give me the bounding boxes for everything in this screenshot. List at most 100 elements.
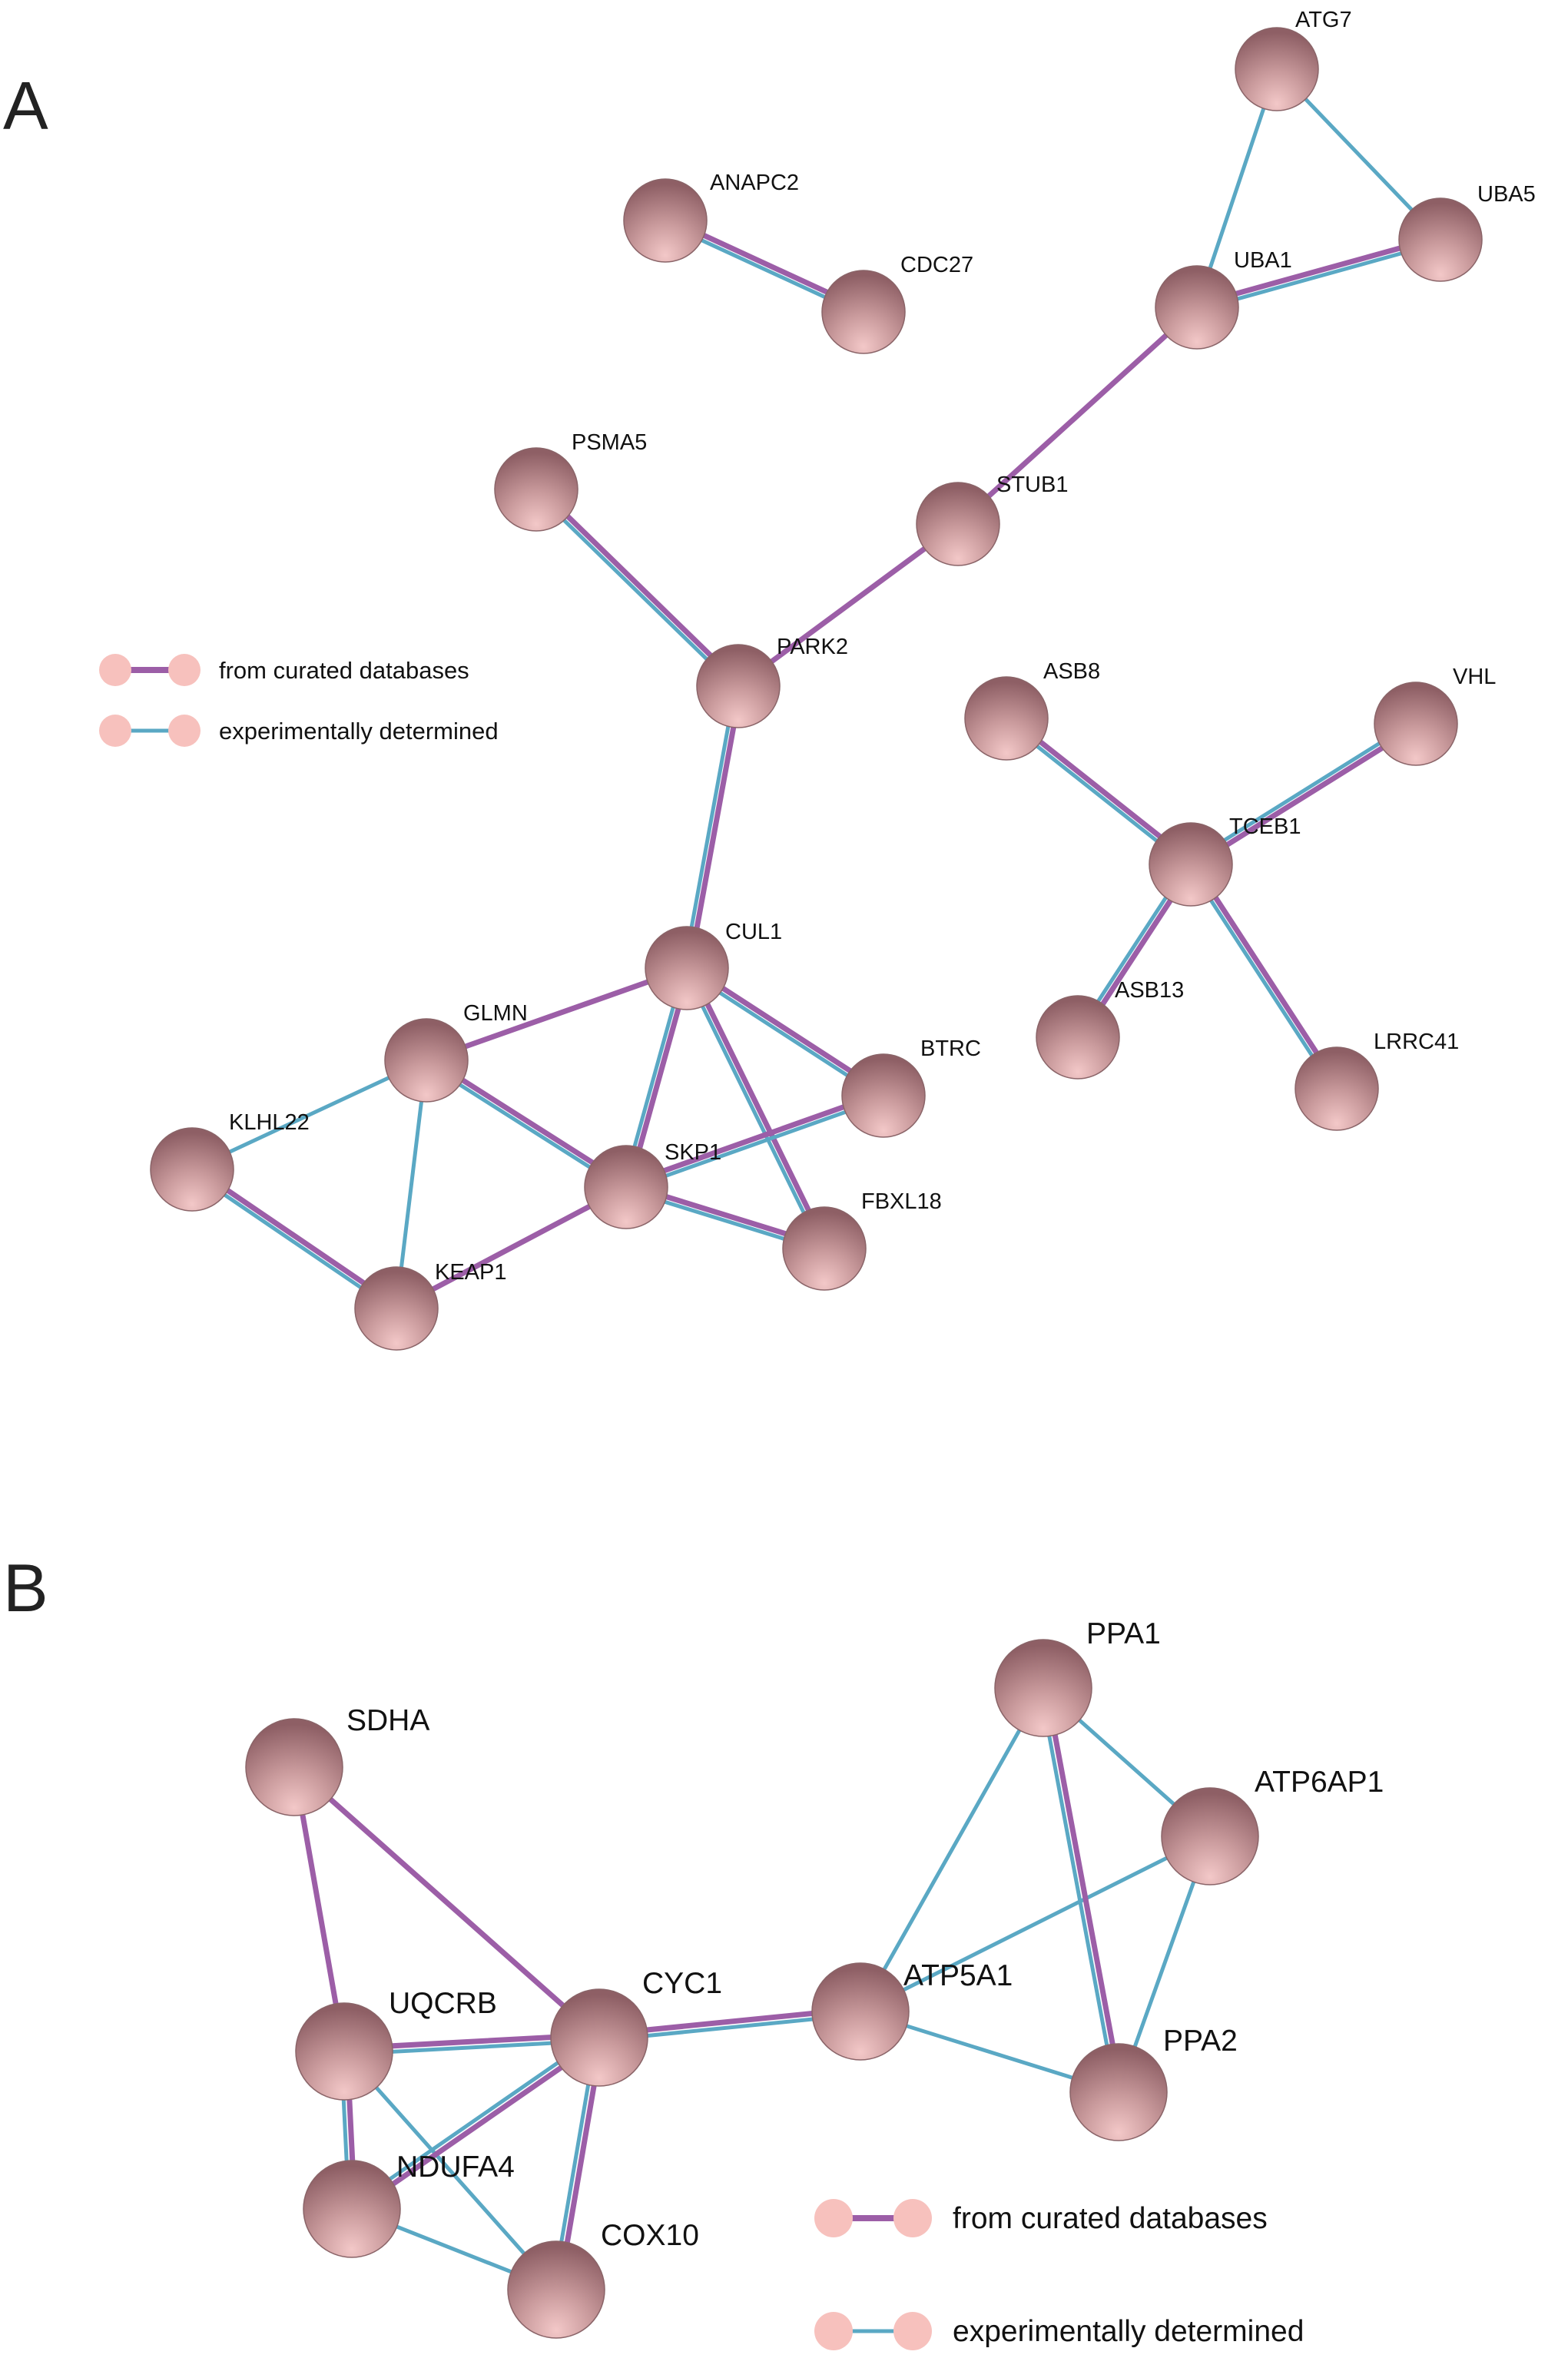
node-psma5[interactable]: PSMA5 [494,430,647,532]
node-label: CYC1 [642,1967,722,2000]
node-park2[interactable]: PARK2 [696,635,848,728]
edge-experimental-line [1038,1686,1118,2095]
node-atp5a1[interactable]: ATP5A1 [811,1959,1013,2061]
node-keap1[interactable]: KEAP1 [354,1260,507,1351]
node-label: KEAP1 [435,1260,507,1285]
edge-curated-line [1190,860,1342,1090]
node-stub1[interactable]: STUB1 [916,473,1068,566]
node-sphere[interactable] [1036,995,1120,1080]
node-atp6ap1[interactable]: ATP6AP1 [1161,1766,1384,1885]
node-sphere[interactable] [584,1145,668,1229]
node-sphere[interactable] [494,447,578,532]
node-sphere[interactable] [1398,197,1483,282]
node-cul1[interactable]: CUL1 [645,920,782,1010]
legend-curated-label: from curated databases [953,2202,1268,2235]
node-sphere[interactable] [782,1206,867,1291]
edge-curated-line [1043,1684,1125,2094]
edge-tceb1-lrrc41 [1186,860,1342,1093]
node-vhl[interactable]: VHL [1374,665,1496,766]
edge-experimental-line [1187,719,1417,864]
edge-experimental-line [532,489,739,691]
edge-skp1-keap1 [393,1184,629,1312]
edge-experimental-line [858,1686,1046,2014]
node-sphere[interactable] [1235,27,1319,111]
node-lrrc41[interactable]: LRRC41 [1295,1030,1459,1131]
edge-curated-line [622,1090,886,1188]
panel-letter-a: A [3,68,48,144]
node-sphere[interactable] [150,1127,234,1212]
node-sphere[interactable] [811,1962,910,2061]
panel-b: B PPA1SDHAATP6AP1ATP5A1UQCRBCYC1PPA2NDUF… [3,1550,1384,2350]
node-sphere[interactable] [821,270,906,354]
node-sphere[interactable] [994,1639,1092,1737]
node-label: CDC27 [900,253,973,277]
node-fbxl18[interactable]: FBXL18 [782,1189,942,1291]
edge-vhl-tceb1 [1187,719,1420,870]
edge-cul1-fbxl18 [682,963,830,1252]
panel-a-nodes: ATG7UBA5UBA1ANAPC2CDC27PSMA5STUB1PARK2AS… [150,8,1536,1351]
node-cdc27[interactable]: CDC27 [821,253,973,354]
node-skp1[interactable]: SKP1 [584,1140,721,1229]
edge-curated-line [291,1764,602,2041]
node-ppa2[interactable]: PPA2 [1069,2025,1238,2141]
edge-uba1-stub1 [955,304,1200,527]
node-cyc1[interactable]: CYC1 [550,1967,722,2087]
legend-curated-swatch [99,654,201,686]
node-sphere[interactable] [696,644,781,728]
node-cox10[interactable]: COX10 [507,2219,699,2339]
node-uqcrb[interactable]: UQCRB [295,1987,497,2101]
node-sphere[interactable] [623,178,708,263]
edge-stub1-park2 [735,521,961,689]
node-sphere[interactable] [354,1266,439,1351]
edge-experimental-line [342,2049,559,2292]
node-label: CUL1 [725,920,782,944]
node-sphere[interactable] [295,2002,393,2101]
edge-experimental-line [625,1096,887,1192]
node-sphere[interactable] [964,676,1049,761]
edge-experimental-line [682,683,738,970]
node-label: UBA1 [1234,248,1292,273]
panel-b-legend: from curated databases experimentally de… [814,2199,1304,2350]
panel-a-legend: from curated databases experimentally de… [99,654,499,747]
edge-experimental-line [1195,240,1444,312]
node-sphere[interactable] [1149,822,1233,907]
node-sphere[interactable] [1069,2043,1168,2141]
node-sphere[interactable] [645,926,729,1010]
edge-curated-line [1193,234,1443,308]
node-asb13[interactable]: ASB13 [1036,978,1184,1080]
node-label: PPA2 [1163,2025,1238,2058]
node-sphere[interactable] [550,1988,648,2087]
node-label: NDUFA4 [396,2151,515,2184]
node-klhl22[interactable]: KLHL22 [150,1110,310,1212]
node-tceb1[interactable]: TCEB1 [1149,814,1301,907]
node-glmn[interactable]: GLMN [384,1001,528,1103]
node-uba5[interactable]: UBA5 [1398,182,1536,282]
legend-curated-swatch [814,2199,932,2237]
node-anapc2[interactable]: ANAPC2 [623,171,799,263]
node-uba1[interactable]: UBA1 [1155,248,1292,350]
node-sphere[interactable] [841,1053,926,1138]
node-label: ASB8 [1043,659,1100,684]
node-sdha[interactable]: SDHA [245,1704,429,1816]
edge-glmn-klhl22 [190,1058,429,1172]
node-sphere[interactable] [245,1718,343,1816]
node-sphere[interactable] [507,2240,605,2339]
edge-experimental-line [348,2033,600,2209]
node-sphere[interactable] [303,2160,401,2258]
node-atg7[interactable]: ATG7 [1235,8,1352,111]
edge-atp5a1-ppa1 [858,1686,1046,2014]
node-btrc[interactable]: BTRC [841,1036,981,1138]
node-sphere[interactable] [916,482,1000,566]
node-ndufa4[interactable]: NDUFA4 [303,2151,515,2258]
node-sphere[interactable] [1155,265,1239,350]
node-sphere[interactable] [1295,1046,1379,1131]
node-sphere[interactable] [1374,682,1458,766]
node-asb8[interactable]: ASB8 [964,659,1100,761]
node-ppa1[interactable]: PPA1 [994,1617,1161,1737]
edge-experimental-line [190,1058,429,1172]
node-label: VHL [1453,665,1496,689]
node-sphere[interactable] [1161,1787,1259,1885]
node-sphere[interactable] [384,1018,469,1103]
node-label: BTRC [920,1036,981,1061]
